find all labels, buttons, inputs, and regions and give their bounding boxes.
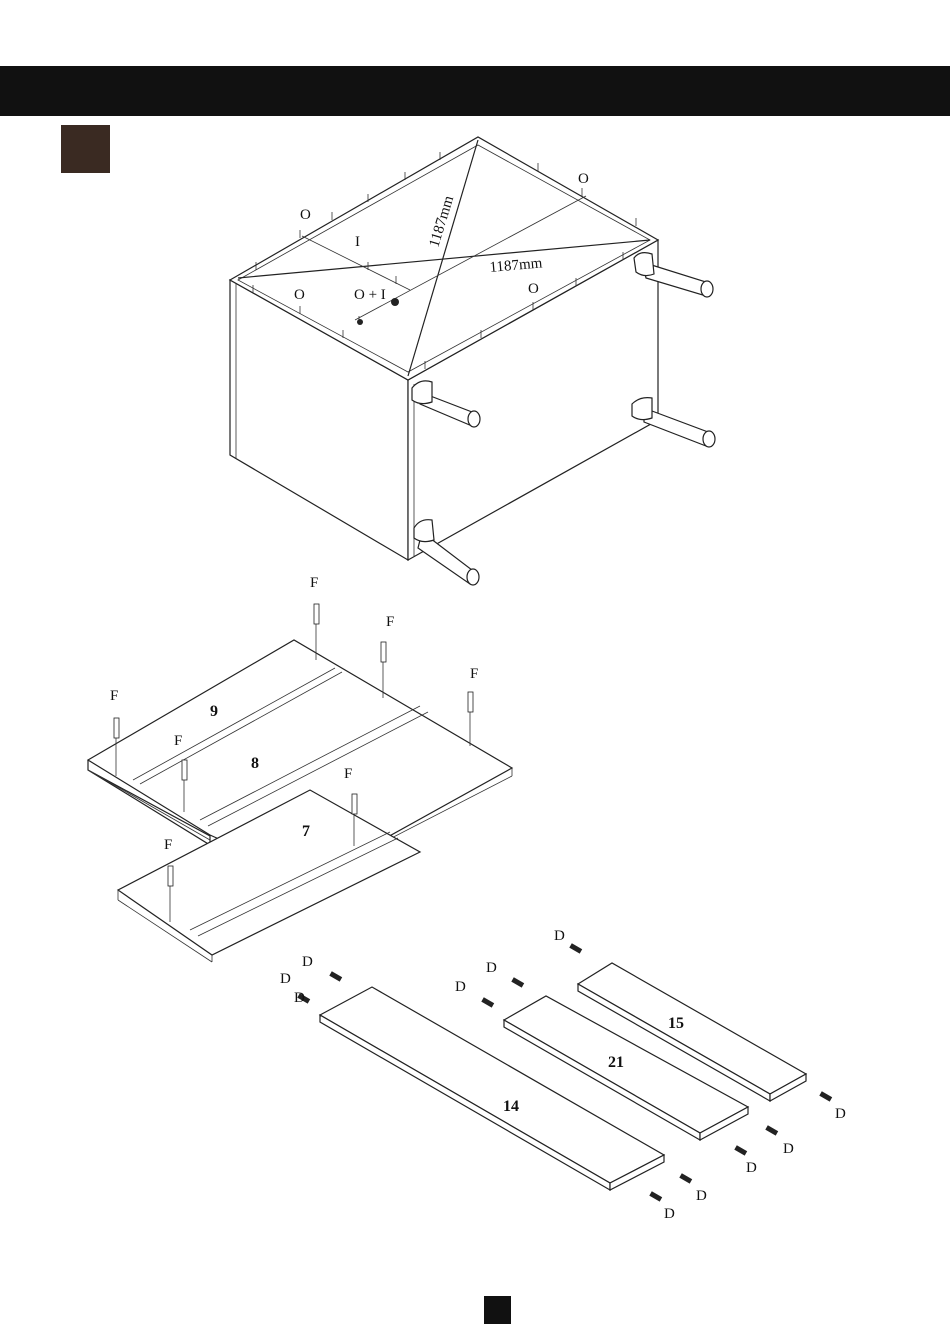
dowel-label: D [746, 1160, 757, 1176]
dowel-label: D [486, 960, 497, 976]
panels-illustration: F F F F F F F 9 8 7 [88, 575, 512, 962]
rails-illustration: D D D D D D D D D D D 14 21 15 [280, 928, 846, 1222]
rail-label-15: 15 [668, 1015, 684, 1032]
rail-label-14: 14 [503, 1098, 519, 1115]
hardware-label-o: O [528, 281, 539, 297]
fastener-label: F [174, 733, 182, 749]
fastener-label: F [164, 837, 172, 853]
page-marker [484, 1296, 511, 1324]
cabinet-illustration: O O O O I O + I 1187mm 1187mm [230, 137, 715, 585]
fastener-label: F [470, 666, 478, 682]
leg [632, 398, 715, 447]
fastener-label: F [386, 614, 394, 630]
panel-label-9: 9 [210, 703, 218, 720]
hardware-label-o: O [294, 287, 305, 303]
hardware-label-o-plus-i: O + I [354, 287, 386, 303]
fastener-label: F [310, 575, 318, 591]
dowel-label: D [302, 954, 313, 970]
dowel-label: D [696, 1188, 707, 1204]
hardware-label-i: I [355, 234, 360, 250]
panel-label-8: 8 [251, 755, 259, 772]
hardware-label-o: O [300, 207, 311, 223]
fastener-label: F [344, 766, 352, 782]
dowel-label: D [664, 1206, 675, 1222]
dowel-label: D [280, 971, 291, 987]
dowel-label: D [455, 979, 466, 995]
panel-label-7: 7 [302, 823, 310, 840]
dowel-label: D [554, 928, 565, 944]
hardware-label-o: O [578, 171, 589, 187]
center-fastener [391, 298, 399, 306]
dowel-label: D [835, 1106, 846, 1122]
rail-label-21: 21 [608, 1054, 624, 1071]
dowel-label: D [294, 990, 305, 1006]
dowel-label: D [783, 1141, 794, 1157]
fastener-label: F [110, 688, 118, 704]
